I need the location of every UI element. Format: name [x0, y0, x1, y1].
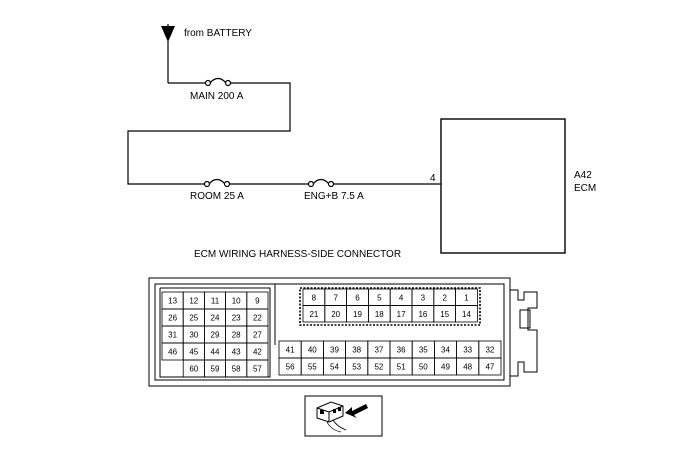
main-fuse-label: MAIN 200 A [190, 91, 244, 102]
pin-number: 43 [232, 348, 241, 357]
pin-number: 52 [374, 363, 383, 372]
pin-number: 37 [374, 346, 383, 355]
pin-number: 49 [441, 363, 450, 372]
ecm-pin-label: 4 [430, 173, 436, 184]
pin-number: 8 [312, 293, 317, 302]
pin-number: 45 [189, 348, 198, 357]
connector-right-block: 41 40 39 38 37 36 35 34 33 32 56 55 54 53 52 51 50 49 48 47 [278, 340, 502, 376]
connector-left-block: 13 12 11 10 9 26 25 24 23 22 31 30 29 28 27 46 45 44 43 42 6… [161, 291, 269, 378]
pin-number: 50 [419, 363, 428, 372]
pin-number: 4 [399, 293, 404, 302]
engb-fuse-label: ENG+B 7.5 A [304, 191, 364, 202]
pin-number: 33 [463, 346, 472, 355]
pin-number: 60 [189, 365, 198, 374]
pin-number: 34 [441, 346, 450, 355]
pin-number: 46 [168, 348, 177, 357]
pin-number: 10 [232, 297, 241, 306]
pin-number: 22 [253, 314, 262, 323]
pin-number: 15 [440, 310, 449, 319]
pin-number: 38 [352, 346, 361, 355]
pin-number: 7 [333, 293, 338, 302]
pin-number: 53 [352, 363, 361, 372]
pin-number: 20 [331, 310, 340, 319]
pin-number: 13 [168, 297, 177, 306]
pin-number: 26 [168, 314, 177, 323]
pin-number: 24 [211, 314, 220, 323]
pin-number: 14 [462, 310, 471, 319]
pin-number: 57 [253, 365, 262, 374]
pin-number: 17 [397, 310, 406, 319]
pin-number: 32 [485, 346, 494, 355]
pin-number: 9 [255, 297, 260, 306]
pin-number: 27 [253, 331, 262, 340]
room-fuse-label: ROOM 25 A [190, 191, 244, 202]
ecm-box [440, 118, 566, 254]
pin-number: 21 [309, 310, 318, 319]
pin-cell [478, 357, 502, 376]
pin-number: 11 [211, 297, 220, 306]
pin-number: 29 [211, 331, 220, 340]
pin-number: 59 [211, 365, 220, 374]
room-fuse-wire [203, 178, 441, 188]
pin-number: 16 [418, 310, 427, 319]
pin-number: 30 [189, 331, 198, 340]
main-fuse-wire [127, 77, 291, 185]
pin-number: 18 [375, 310, 384, 319]
connector-title: ECM WIRING HARNESS-SIDE CONNECTOR [194, 249, 401, 260]
pin-number: 25 [189, 314, 198, 323]
pin-number: 42 [253, 348, 262, 357]
pin-number: 56 [286, 363, 295, 372]
pin-number: 41 [286, 346, 295, 355]
pin-number: 1 [464, 293, 469, 302]
pin-number: 28 [232, 331, 241, 340]
pin-number: 39 [330, 346, 339, 355]
pin-number: 48 [463, 363, 472, 372]
pin-number: 47 [485, 363, 494, 372]
pin-number: 51 [397, 363, 406, 372]
pin-number: 3 [421, 293, 426, 302]
pin-number: 36 [397, 346, 406, 355]
connector-view-icon [304, 395, 383, 437]
pin-number: 35 [419, 346, 428, 355]
pin-number: 12 [189, 297, 198, 306]
pin-number: 44 [211, 348, 220, 357]
pin-number: 23 [232, 314, 241, 323]
connector-housing [148, 277, 538, 387]
battery-arrow [161, 24, 175, 83]
pin-number: 19 [353, 310, 362, 319]
pin-number: 55 [308, 363, 317, 372]
ecm-name-label: ECM [574, 183, 596, 194]
pin-number: 58 [232, 365, 241, 374]
from-battery-label: from BATTERY [184, 28, 252, 39]
pin-cell [455, 305, 478, 323]
pin-number: 6 [355, 293, 360, 302]
pin-number: 54 [330, 363, 339, 372]
ecm-code-label: A42 [574, 170, 592, 181]
pin-cell [246, 359, 269, 378]
pin-number: 5 [377, 293, 382, 302]
pin-number: 2 [442, 293, 447, 302]
pin-number: 31 [168, 331, 177, 340]
pin-number: 40 [308, 346, 317, 355]
